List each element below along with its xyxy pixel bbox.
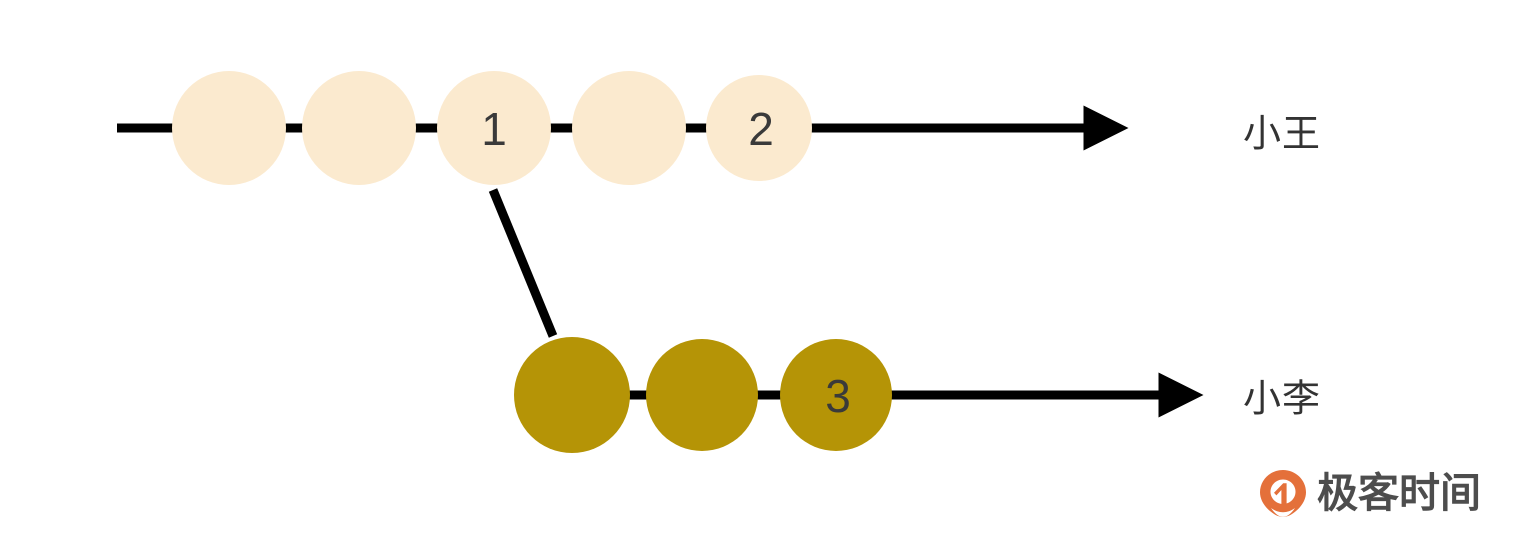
commit-node-top-1[interactable] bbox=[302, 71, 416, 185]
commit-node-top-2[interactable] bbox=[437, 71, 551, 185]
commit-node-bottom-0[interactable] bbox=[514, 337, 630, 453]
commit-node-bottom-1[interactable] bbox=[646, 339, 758, 451]
commit-node-top-3[interactable] bbox=[572, 71, 686, 185]
commit-node-top-4[interactable] bbox=[706, 75, 812, 181]
branch-label-bottom: 小李 bbox=[1243, 376, 1322, 421]
branch-label-top: 小王 bbox=[1243, 111, 1322, 156]
branch-top-group bbox=[117, 71, 1129, 185]
watermark: 极客时间 bbox=[1258, 468, 1481, 518]
branch-off-line bbox=[488, 188, 558, 338]
branch-bottom-group bbox=[514, 337, 1204, 453]
watermark-text: 极客时间 bbox=[1317, 468, 1481, 517]
commit-node-bottom-2[interactable] bbox=[780, 339, 892, 451]
geektime-pin-logo-icon bbox=[1260, 470, 1306, 517]
commit-node-top-0[interactable] bbox=[172, 71, 286, 185]
